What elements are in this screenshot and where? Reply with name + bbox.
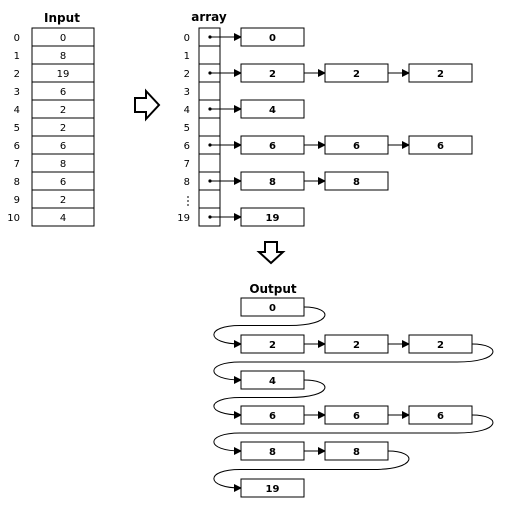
- output-lists: 0 2 2 2 4 6 6 6 8 8 19: [213, 297, 494, 498]
- input-value: 19: [57, 69, 70, 80]
- input-title: Input: [44, 11, 80, 25]
- output-value: 19: [266, 484, 280, 495]
- array-index: 0: [184, 33, 190, 44]
- array-slot: [198, 117, 221, 137]
- list-node: [408, 63, 473, 83]
- output-value: 0: [269, 303, 276, 314]
- list-node: [240, 99, 305, 119]
- array-index: 4: [184, 105, 190, 116]
- input-value: 6: [60, 177, 66, 188]
- down-arrow-icon: [256, 241, 286, 265]
- array-column: 0 1 2 3 4 5 6 7 8 19: [177, 27, 221, 227]
- list-node: [324, 171, 389, 191]
- input-index: 1: [14, 51, 20, 62]
- array-slot: [198, 81, 221, 101]
- pointer-dot: [208, 143, 212, 147]
- array-index: 3: [184, 87, 190, 98]
- array-index: 8: [184, 177, 190, 188]
- pointer-dot: [208, 71, 212, 75]
- node-value: 2: [269, 69, 276, 80]
- input-index: 4: [14, 105, 20, 116]
- output-title: Output: [249, 282, 297, 296]
- array-slot: [198, 189, 221, 209]
- list-node: [240, 207, 305, 227]
- pointer-dot: [208, 35, 212, 39]
- input-value: 6: [60, 141, 66, 152]
- pointer-dot: [208, 107, 212, 111]
- right-arrow-icon: [134, 88, 161, 122]
- output-value: 6: [269, 411, 276, 422]
- array-slot: [198, 45, 221, 65]
- input-index: 3: [14, 87, 20, 98]
- output-node: [240, 478, 305, 498]
- input-index: 8: [14, 177, 20, 188]
- output-value: 8: [269, 447, 276, 458]
- array-index: 1: [184, 51, 190, 62]
- node-value: 0: [269, 33, 276, 44]
- wrap-link-curve: [213, 306, 326, 348]
- node-value: 6: [437, 141, 444, 152]
- node-value: 4: [269, 105, 276, 116]
- array-index: 6: [184, 141, 190, 152]
- array-slot: [198, 153, 221, 173]
- node-value: 6: [353, 141, 360, 152]
- node-value: 19: [266, 213, 280, 224]
- node-value: 6: [269, 141, 276, 152]
- array-title: array: [191, 10, 227, 24]
- output-value: 6: [437, 411, 444, 422]
- input-value: 0: [60, 33, 66, 44]
- output-value: 4: [269, 376, 276, 387]
- wrap-link-curve: [213, 450, 410, 492]
- input-index: 2: [14, 69, 20, 80]
- array-index: 5: [184, 123, 190, 134]
- pointer-dot: [208, 215, 212, 219]
- input-value: 2: [60, 195, 66, 206]
- input-value: 8: [60, 159, 66, 170]
- input-table: 0 0 8 1 19 2 6 3 2 4 2 5 6 6 8 7 6 8 2 9 4 10: [7, 27, 95, 227]
- input-value: 4: [60, 213, 66, 224]
- node-value: 8: [353, 177, 360, 188]
- output-value: 6: [353, 411, 360, 422]
- wrap-link-curve: [213, 414, 494, 455]
- input-index: 9: [14, 195, 20, 206]
- output-value: 2: [269, 340, 276, 351]
- node-value: 2: [353, 69, 360, 80]
- array-index: 2: [184, 69, 190, 80]
- wrap-link-curve: [213, 343, 494, 384]
- list-node: [408, 135, 473, 155]
- input-value: 2: [60, 105, 66, 116]
- array-index: 19: [177, 213, 190, 224]
- input-value: 2: [60, 123, 66, 134]
- pointer-dot: [208, 179, 212, 183]
- node-value: 8: [269, 177, 276, 188]
- input-index: 0: [14, 33, 20, 44]
- input-value: 6: [60, 87, 66, 98]
- array-index: 7: [184, 159, 190, 170]
- input-index: 5: [14, 123, 20, 134]
- output-value: 2: [437, 340, 444, 351]
- node-value: 2: [437, 69, 444, 80]
- input-index: 7: [14, 159, 20, 170]
- input-value: 8: [60, 51, 66, 62]
- wrap-link-curve: [213, 379, 326, 419]
- output-value: 8: [353, 447, 360, 458]
- input-cell: [31, 207, 95, 227]
- list-node: [240, 27, 305, 47]
- input-index: 6: [14, 141, 20, 152]
- bucket-lists: 0 2 2 2 4 6 6 6 8 8 19: [208, 27, 473, 227]
- input-index: 10: [7, 213, 20, 224]
- output-value: 2: [353, 340, 360, 351]
